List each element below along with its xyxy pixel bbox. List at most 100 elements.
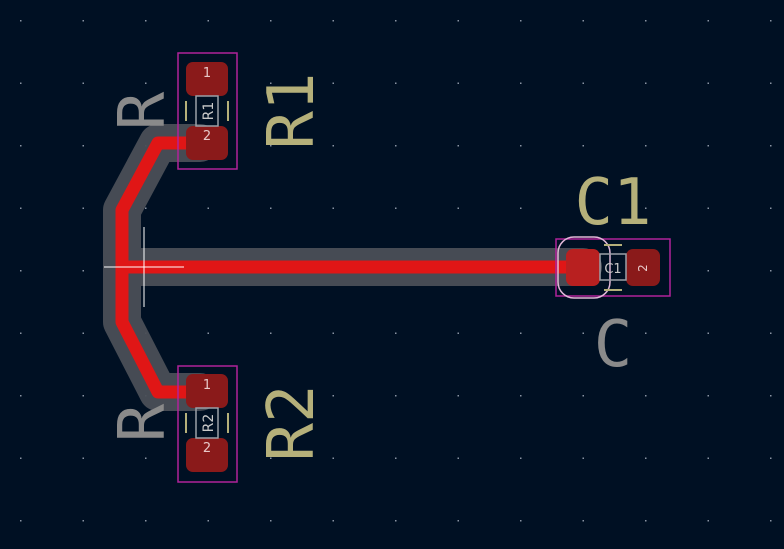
grid-dot bbox=[520, 20, 522, 22]
grid-dot bbox=[145, 20, 147, 22]
grid-dot bbox=[207, 520, 209, 522]
grid-dot bbox=[770, 520, 772, 522]
grid-dot bbox=[707, 207, 709, 209]
grid-dot bbox=[20, 332, 22, 334]
grid-dot bbox=[707, 395, 709, 397]
grid-dot bbox=[645, 20, 647, 22]
grid-dot bbox=[457, 82, 459, 84]
grid-dot bbox=[645, 395, 647, 397]
grid-dot bbox=[582, 145, 584, 147]
silk-value-r1[interactable]: R bbox=[106, 91, 180, 130]
grid-dot bbox=[20, 395, 22, 397]
grid-dot bbox=[707, 20, 709, 22]
grid-dot bbox=[270, 520, 272, 522]
grid-dot bbox=[520, 520, 522, 522]
grid-dot bbox=[395, 332, 397, 334]
silk-ref-c1[interactable]: C1 bbox=[574, 166, 651, 240]
grid-dot bbox=[520, 457, 522, 459]
grid-dot bbox=[332, 20, 334, 22]
grid-dot bbox=[520, 332, 522, 334]
grid-dot bbox=[582, 332, 584, 334]
grid-dot bbox=[82, 20, 84, 22]
pad-number-r1-2: 2 bbox=[203, 129, 211, 144]
grid-dot bbox=[207, 207, 209, 209]
grid-dot bbox=[582, 207, 584, 209]
grid-dot bbox=[332, 520, 334, 522]
pad-r1-1[interactable] bbox=[186, 62, 228, 96]
grid-dot bbox=[707, 457, 709, 459]
grid-dot bbox=[20, 270, 22, 272]
fab-body-r2 bbox=[195, 407, 219, 439]
grid-dot bbox=[145, 520, 147, 522]
grid-dot bbox=[82, 332, 84, 334]
pad-number-r1-1: 1 bbox=[203, 66, 211, 81]
grid-dot bbox=[770, 20, 772, 22]
pad-number-r2-1: 1 bbox=[203, 378, 211, 393]
pad-number-r2-2: 2 bbox=[203, 441, 211, 456]
silk-value-r2[interactable]: R bbox=[106, 403, 180, 442]
grid-dot bbox=[332, 145, 334, 147]
grid-dot bbox=[395, 520, 397, 522]
fab-ref-r1: R1 bbox=[201, 102, 217, 121]
grid-dot bbox=[457, 457, 459, 459]
grid-dot bbox=[770, 270, 772, 272]
grid-dot bbox=[270, 395, 272, 397]
courtyard-c1 bbox=[555, 238, 671, 297]
grid-dot bbox=[770, 82, 772, 84]
footprint-c1[interactable]: C1 2 C1 C bbox=[555, 166, 671, 382]
grid-dot bbox=[582, 457, 584, 459]
grid-dot bbox=[645, 457, 647, 459]
grid-dot bbox=[582, 520, 584, 522]
pad-r1-2[interactable] bbox=[186, 126, 228, 160]
grid-dot bbox=[395, 145, 397, 147]
grid-dot bbox=[332, 82, 334, 84]
grid-dot bbox=[82, 520, 84, 522]
grid-dot bbox=[770, 145, 772, 147]
grid-dot bbox=[145, 82, 147, 84]
grid-dot bbox=[395, 207, 397, 209]
grid-dot bbox=[332, 457, 334, 459]
grid-dot bbox=[332, 395, 334, 397]
grid-dot bbox=[457, 207, 459, 209]
grid-dot bbox=[582, 20, 584, 22]
grid-dot bbox=[82, 457, 84, 459]
grid-dot bbox=[20, 520, 22, 522]
grid-dot bbox=[395, 20, 397, 22]
grid-dot bbox=[145, 457, 147, 459]
grid-dot bbox=[457, 20, 459, 22]
grid-dot bbox=[582, 82, 584, 84]
grid-dot bbox=[207, 20, 209, 22]
pad-r2-2[interactable] bbox=[186, 438, 228, 472]
grid-dot bbox=[707, 520, 709, 522]
grid-dot bbox=[270, 82, 272, 84]
grid-dot bbox=[520, 395, 522, 397]
crosshair-cursor-icon bbox=[104, 227, 184, 307]
fab-ref-r2: R2 bbox=[201, 414, 217, 433]
silk-ref-r2[interactable]: R2 bbox=[255, 384, 329, 461]
grid-dot bbox=[332, 332, 334, 334]
grid-dot bbox=[707, 82, 709, 84]
grid-dot bbox=[645, 145, 647, 147]
footprint-r2[interactable]: 1 2 R2 R2 R bbox=[106, 365, 329, 483]
pad-c1-1[interactable] bbox=[566, 249, 600, 286]
grid-dot bbox=[270, 207, 272, 209]
grid-dot bbox=[707, 145, 709, 147]
footprint-r1[interactable]: 1 2 R1 R1 R bbox=[106, 52, 329, 170]
grid-dot bbox=[20, 20, 22, 22]
grid-dot bbox=[770, 207, 772, 209]
grid-dot bbox=[457, 145, 459, 147]
grid-dot bbox=[457, 520, 459, 522]
grid-dot bbox=[707, 270, 709, 272]
grid-dot bbox=[270, 145, 272, 147]
courtyard-r1 bbox=[177, 52, 238, 170]
pad-r2-1[interactable] bbox=[186, 374, 228, 408]
grid-dot bbox=[457, 332, 459, 334]
grid-dot bbox=[20, 82, 22, 84]
grid-dot bbox=[395, 82, 397, 84]
grid-dot bbox=[645, 520, 647, 522]
silk-ref-r1[interactable]: R1 bbox=[255, 72, 329, 149]
grid-dot bbox=[270, 332, 272, 334]
pad-c1-2[interactable] bbox=[626, 249, 660, 286]
silk-value-c1[interactable]: C bbox=[594, 308, 633, 382]
